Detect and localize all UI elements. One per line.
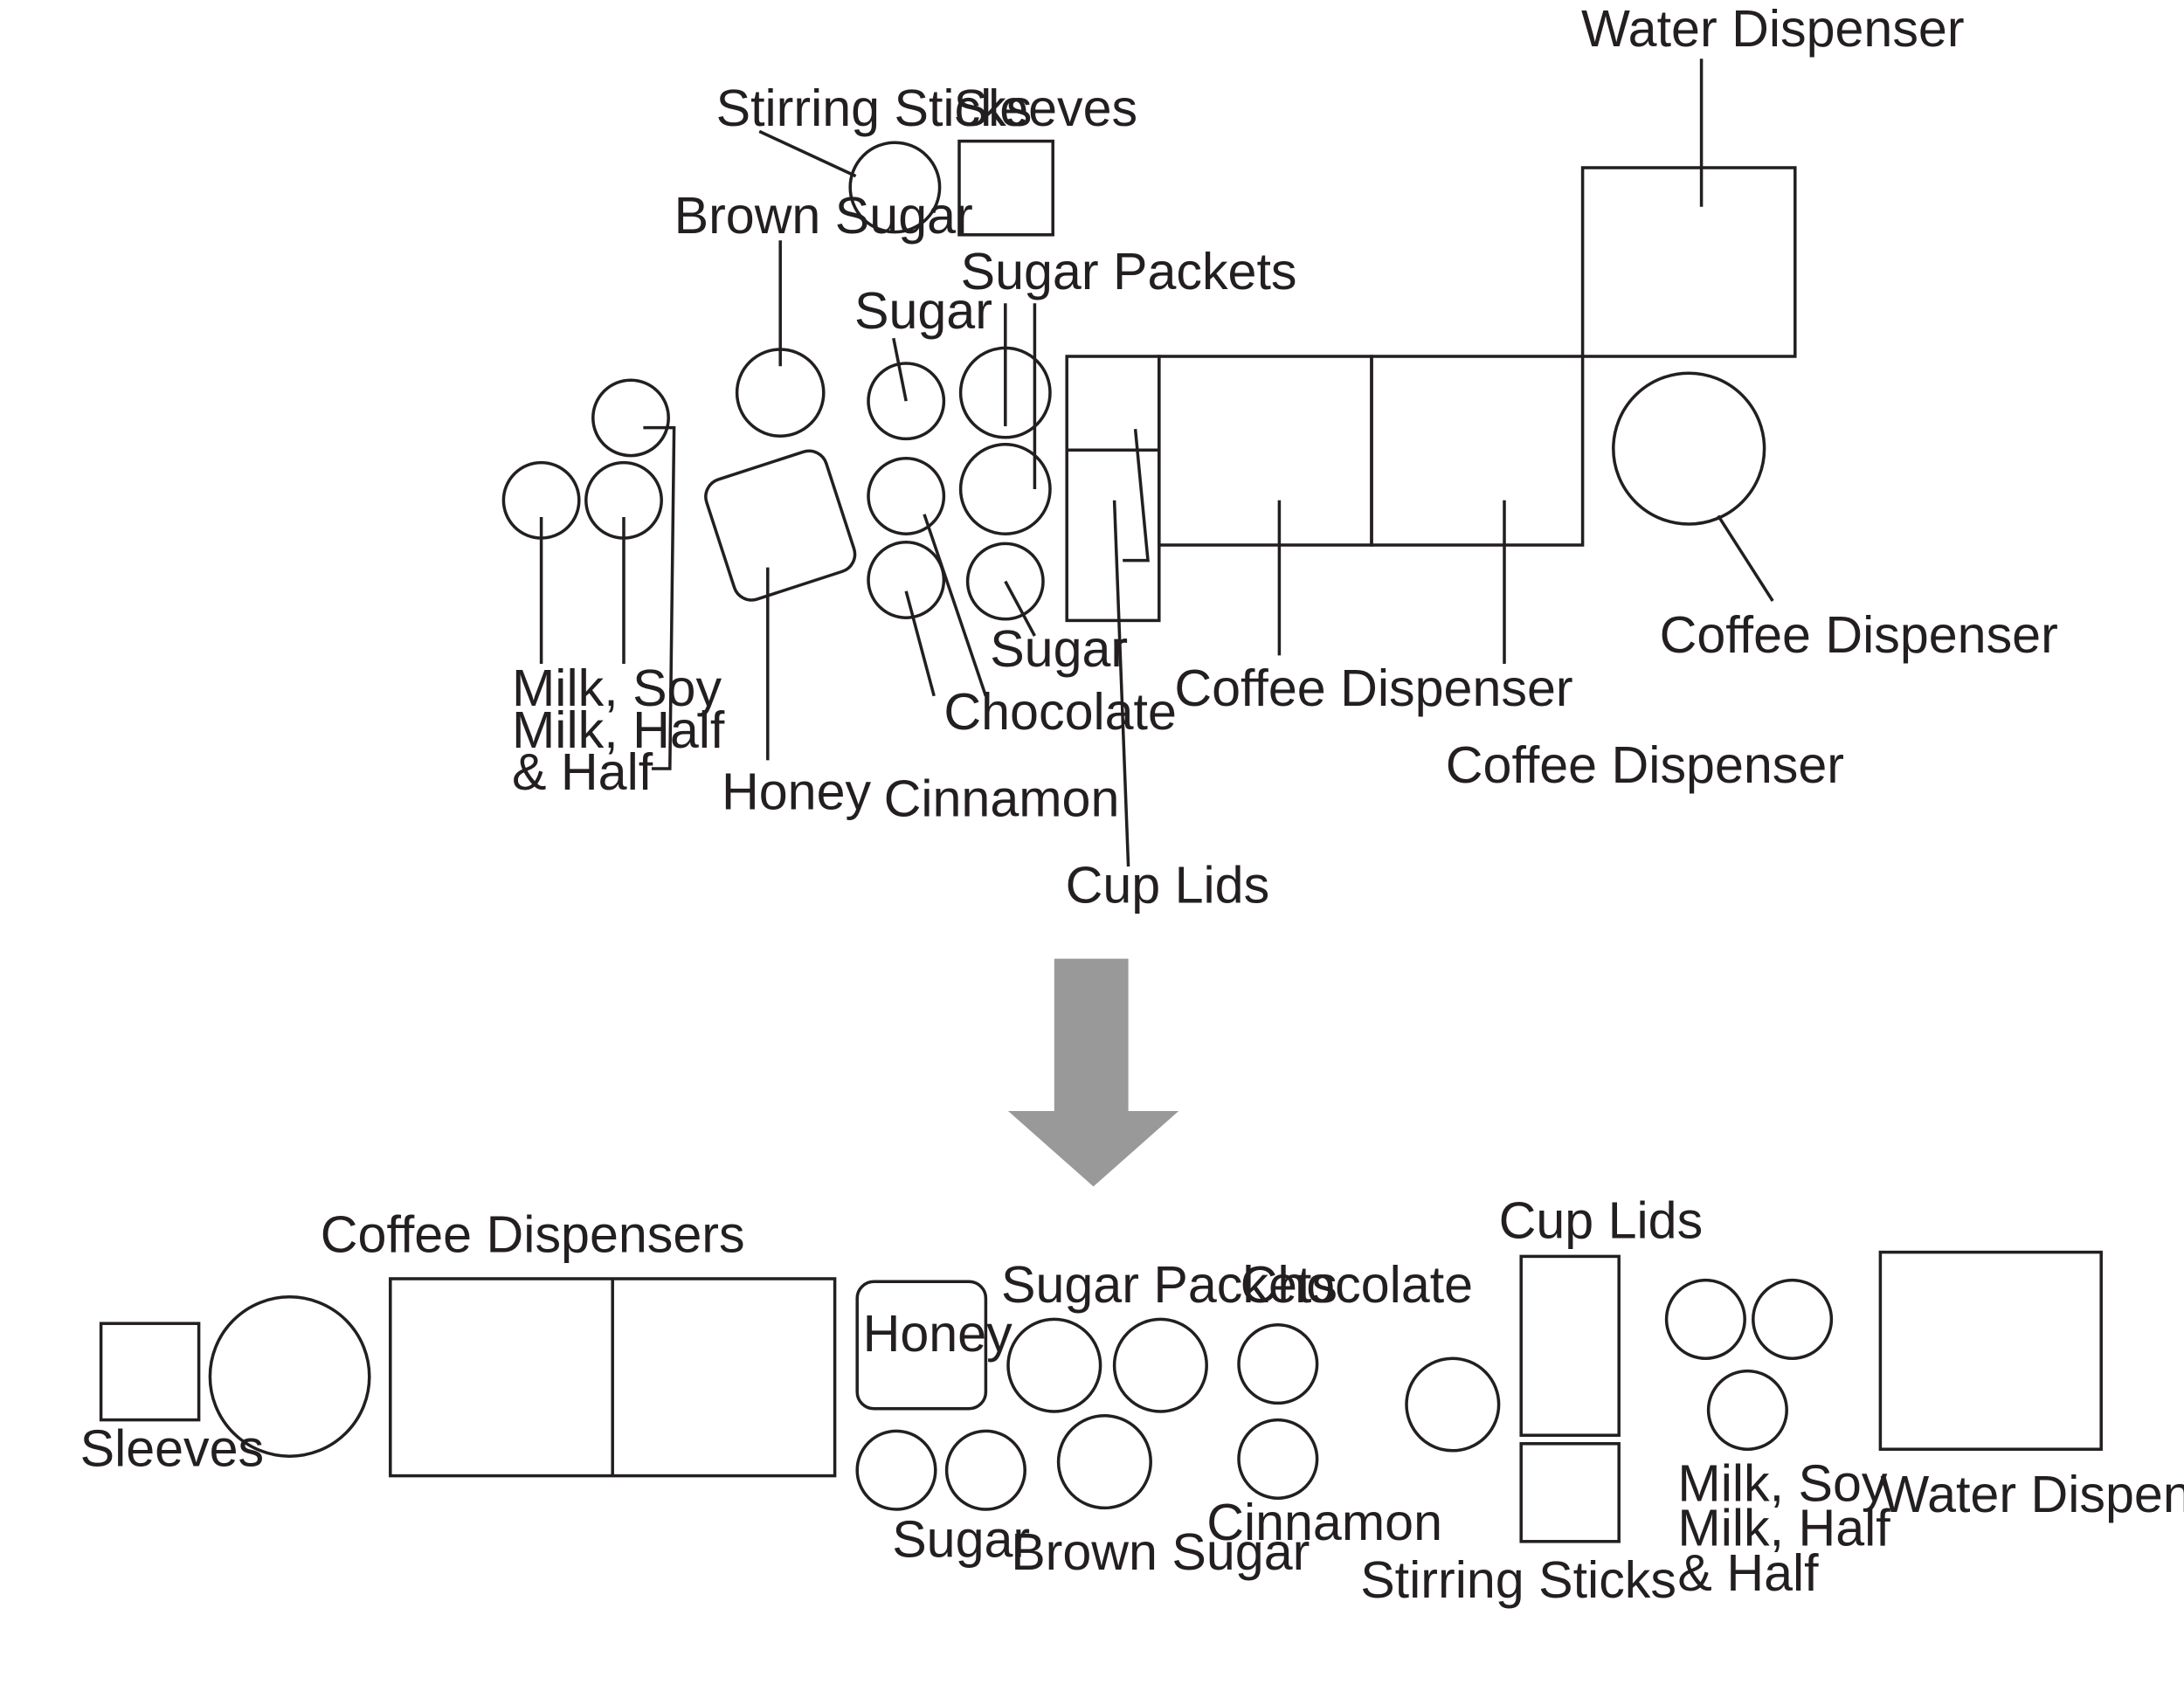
before-sleeves-label: Sleeves bbox=[954, 79, 1138, 137]
before-milk-leader-top bbox=[643, 425, 676, 770]
after-honey-label: Honey bbox=[863, 1304, 1013, 1363]
before-sugar-bottom-label: Sugar bbox=[990, 619, 1128, 678]
after-stirring-sticks-cup bbox=[1405, 1356, 1501, 1453]
after-layout: Sleeves Coffee Dispensers Honey Sugar Pa… bbox=[80, 1191, 2184, 1609]
after-sugar-packets-bin-1 bbox=[1006, 1317, 1102, 1413]
transition-arrow bbox=[1008, 958, 1179, 1187]
after-sleeves-label: Sleeves bbox=[80, 1418, 265, 1477]
after-milk-carafe-right bbox=[1752, 1278, 1834, 1360]
after-chocolate-jar bbox=[1237, 1323, 1319, 1405]
after-cinnamon-jar bbox=[1237, 1418, 1319, 1500]
before-coffee-dispenser-round-leader bbox=[1717, 514, 1774, 602]
before-water-dispenser-label: Water Dispenser bbox=[1581, 0, 1965, 58]
before-milk-label-line-2: Milk, Half bbox=[512, 701, 725, 759]
before-cup-lids-leader-2 bbox=[1112, 500, 1130, 867]
before-sugar-jar-bottom bbox=[965, 542, 1045, 621]
after-cup-lids-label: Cup Lids bbox=[1499, 1191, 1704, 1250]
after-sugar-packets-label: Sugar Packets bbox=[1001, 1255, 1337, 1314]
after-sugar-packets-bin-2 bbox=[1112, 1317, 1208, 1413]
after-milk-label: Milk, Soy Milk, Half & Half bbox=[1677, 1453, 1904, 1601]
before-milk-label-line-3: & Half bbox=[512, 742, 653, 801]
after-honey-dispenser bbox=[855, 1280, 988, 1411]
after-chocolate-label: Chocolate bbox=[1241, 1255, 1474, 1314]
after-cup-lids-holder-tall bbox=[1519, 1254, 1621, 1437]
after-sugar-jar-1 bbox=[855, 1429, 937, 1511]
after-sleeves-box bbox=[99, 1322, 201, 1422]
after-milk-carafe-left bbox=[1664, 1278, 1746, 1360]
before-sugar-packets-label: Sugar Packets bbox=[961, 242, 1297, 300]
after-coffee-dispensers-label: Coffee Dispensers bbox=[321, 1205, 745, 1264]
before-coffee-dispenser-1-label: Coffee Dispenser bbox=[1174, 659, 1572, 717]
before-sugar-top-label: Sugar bbox=[854, 281, 992, 340]
after-cinnamon-label: Cinnamon bbox=[1206, 1493, 1442, 1551]
before-cup-lids-leader-1 bbox=[1123, 429, 1150, 563]
before-cup-lids-holder bbox=[1065, 355, 1161, 623]
after-milk-label-line-3: & Half bbox=[1677, 1543, 1819, 1602]
before-coffee-dispenser-1 bbox=[1158, 355, 1373, 547]
before-milk-label: Milk, Soy Milk, Half & Half bbox=[512, 659, 739, 801]
after-cup-lids-holder-short bbox=[1519, 1442, 1621, 1543]
before-brown-sugar-label: Brown Sugar bbox=[674, 186, 973, 245]
before-cup-lids-label: Cup Lids bbox=[1066, 856, 1270, 915]
before-coffee-dispenser-2-label: Coffee Dispenser bbox=[1446, 735, 1844, 794]
after-brown-sugar-label: Brown Sugar bbox=[1011, 1522, 1310, 1581]
before-sleeves-box bbox=[957, 139, 1054, 237]
after-sugar-jar-2 bbox=[944, 1429, 1026, 1511]
before-chocolate-jar bbox=[867, 457, 946, 535]
before-coffee-dispenser-round bbox=[1612, 371, 1766, 526]
before-sugar-packets-bin-2 bbox=[958, 443, 1052, 535]
before-water-dispenser-box bbox=[1580, 166, 1797, 358]
before-chocolate-label: Chocolate bbox=[943, 682, 1177, 741]
before-cinnamon-jar bbox=[867, 541, 946, 619]
before-coffee-dispenser-3-label: Coffee Dispenser bbox=[1660, 605, 2058, 664]
after-stirring-sticks-label: Stirring Sticks bbox=[1360, 1550, 1676, 1609]
before-honey-dispenser bbox=[704, 449, 857, 602]
before-coffee-dispenser-2 bbox=[1370, 355, 1585, 547]
after-coffee-dispenser-round bbox=[208, 1295, 371, 1458]
before-cinnamon-label: Cinnamon bbox=[884, 769, 1120, 827]
before-sugar-top-leader bbox=[892, 337, 908, 402]
before-stirring-sticks-label: Stirring Sticks bbox=[716, 79, 1033, 137]
after-milk-label-line-1: Milk, Soy bbox=[1677, 1453, 1887, 1512]
before-cinnamon-leader bbox=[904, 590, 936, 697]
before-honey-label: Honey bbox=[722, 762, 871, 820]
after-milk-label-line-2: Milk, Half bbox=[1677, 1499, 1890, 1557]
before-stirring-sticks-cup bbox=[848, 141, 942, 234]
after-milk-carafe-bottom bbox=[1706, 1369, 1788, 1451]
before-stirring-sticks-leader bbox=[758, 129, 857, 178]
after-brown-sugar-jar bbox=[1056, 1414, 1152, 1510]
before-sugar-bottom-leader bbox=[1004, 580, 1036, 637]
before-milk-carafe-top bbox=[591, 378, 670, 458]
after-water-dispenser-label: Water Dispenser bbox=[1880, 1465, 2184, 1523]
before-layout: Water Dispenser Stirring Sticks Sleeves … bbox=[501, 0, 2058, 915]
after-water-dispenser-box bbox=[1878, 1250, 2103, 1451]
before-sugar-jar-top bbox=[867, 362, 946, 441]
before-chocolate-leader bbox=[923, 514, 988, 697]
after-sugar-label: Sugar bbox=[892, 1509, 1030, 1568]
before-milk-label-line-1: Milk, Soy bbox=[512, 659, 722, 717]
